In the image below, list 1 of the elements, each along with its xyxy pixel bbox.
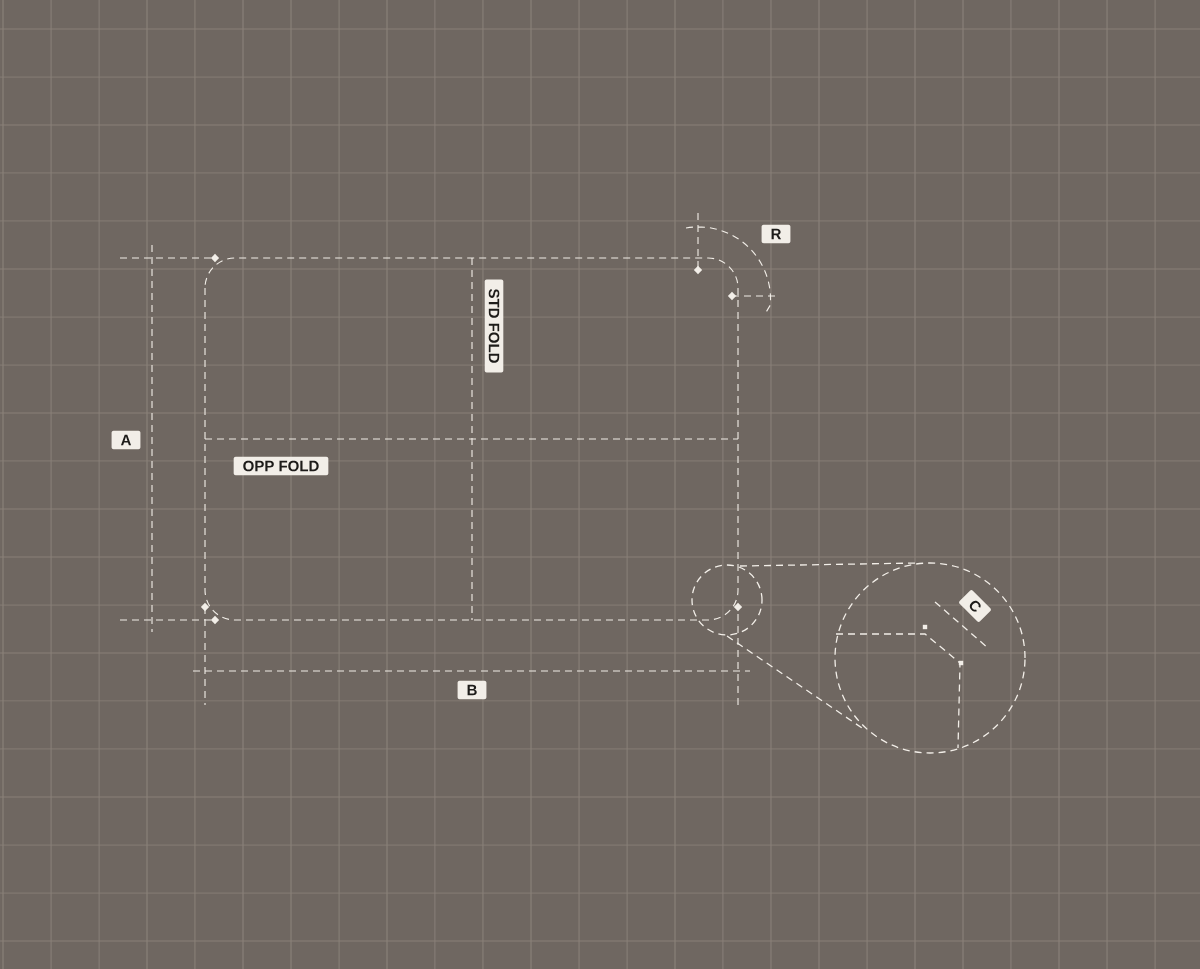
- dimension-label: C: [969, 600, 981, 612]
